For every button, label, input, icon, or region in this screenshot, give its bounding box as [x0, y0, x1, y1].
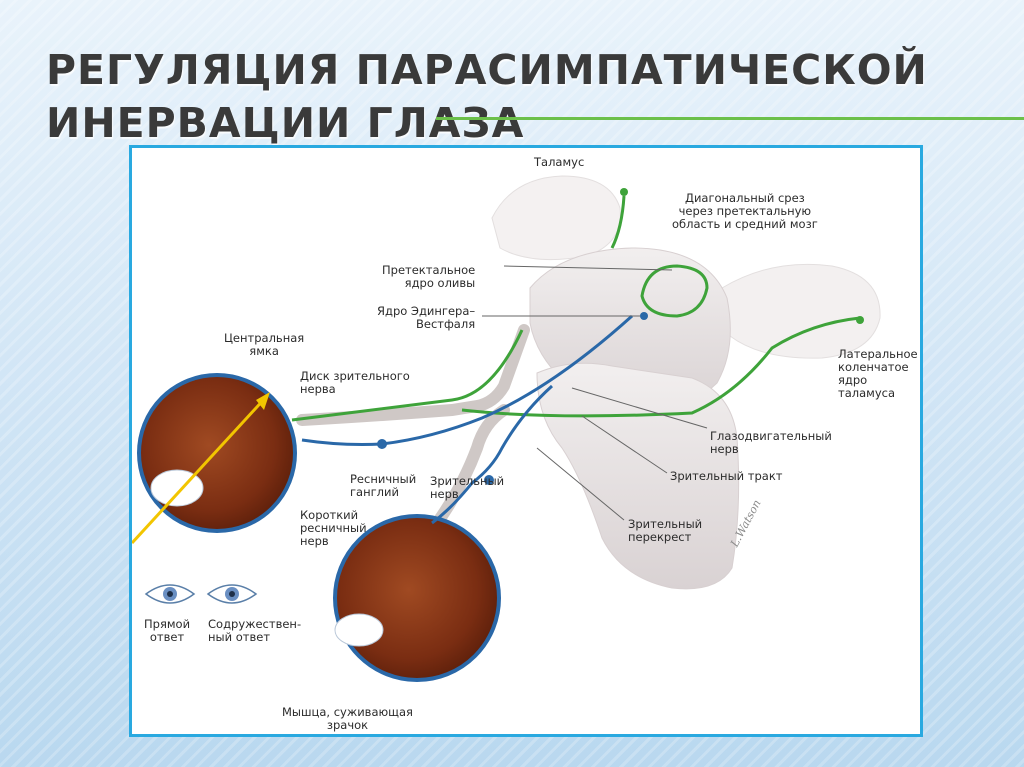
- label-pretectal: Претектальное ядро оливы: [382, 263, 476, 290]
- optic-nerve-lower: [431, 404, 510, 529]
- pointer-optic-tract: [581, 415, 668, 474]
- label-direct-response: Прямой ответ: [144, 617, 191, 644]
- label-thalamus: Таламус: [534, 155, 585, 169]
- label-fovea: Центральная ямка: [224, 331, 305, 358]
- ciliary-ganglion-node-lower: [484, 475, 494, 485]
- thalamus-lobe-left: [491, 175, 621, 261]
- edinger-node: [640, 312, 648, 320]
- pretectal-loop: [640, 264, 709, 318]
- afferent-pathway: [291, 329, 524, 422]
- label-edinger: Ядро Эдингера– Вестфаля: [377, 304, 476, 331]
- thalamus-branch: [610, 195, 626, 249]
- ciliary-ganglion-node: [377, 439, 387, 449]
- efferent-pathway-lower: [431, 384, 554, 525]
- label-oculomotor: Глазодвигательный нерв: [710, 429, 832, 456]
- pointer-oculomotor: [571, 387, 708, 429]
- label-short-ciliary: Короткий ресничный нерв: [300, 508, 367, 548]
- eye-icon-direct: [144, 584, 196, 604]
- thalamus-node: [620, 188, 628, 196]
- lgn-node: [856, 316, 864, 324]
- yellow-arrow-icon: [256, 392, 270, 410]
- pointer-chiasm: [536, 447, 625, 521]
- label-sphincter: Мышца, суживающая зрачок: [282, 705, 413, 732]
- label-consensual-response: Содружествен- ный ответ: [208, 617, 302, 644]
- eye-icon-consensual: [206, 584, 258, 604]
- efferent-pathway-upper: [301, 314, 634, 446]
- eyeball-upper: [137, 373, 297, 533]
- title-accent-line: [436, 117, 1024, 120]
- optic-nerve-upper: [296, 324, 530, 426]
- label-ciliary-ganglion: Ресничный ганглий: [350, 472, 417, 499]
- lens-lower: [334, 613, 384, 647]
- optic-tract-path: [461, 316, 861, 418]
- slide-title: РЕГУЛЯЦИЯ ПАРАСИМПАТИЧЕСКОЙ ИНЕРВАЦИИ ГЛ…: [46, 44, 928, 150]
- light-ray: [132, 394, 269, 545]
- pathway-diagram: [132, 175, 881, 682]
- label-optic-tract: Зрительный тракт: [670, 469, 783, 483]
- title-line-2: ИНЕРВАЦИИ ГЛАЗА: [46, 99, 525, 147]
- label-lateral-geniculate: Латеральное коленчатое ядро таламуса: [838, 347, 918, 400]
- pointer-pretectal: [503, 265, 673, 271]
- label-optic-disc: Диск зрительного нерва: [300, 369, 410, 396]
- label-chiasm: Зрительный перекрест: [628, 517, 703, 544]
- label-optic-nerve: Зрительный нерв: [430, 474, 505, 501]
- title-line-1: РЕГУЛЯЦИЯ ПАРАСИМПАТИЧЕСКОЙ: [46, 46, 928, 94]
- thalamus-lobe-right: [721, 263, 881, 359]
- anatomy-figure: Таламус Диагональный срез через претекта…: [129, 145, 923, 737]
- label-diagonal-cut: Диагональный срез через претектальную об…: [672, 191, 818, 231]
